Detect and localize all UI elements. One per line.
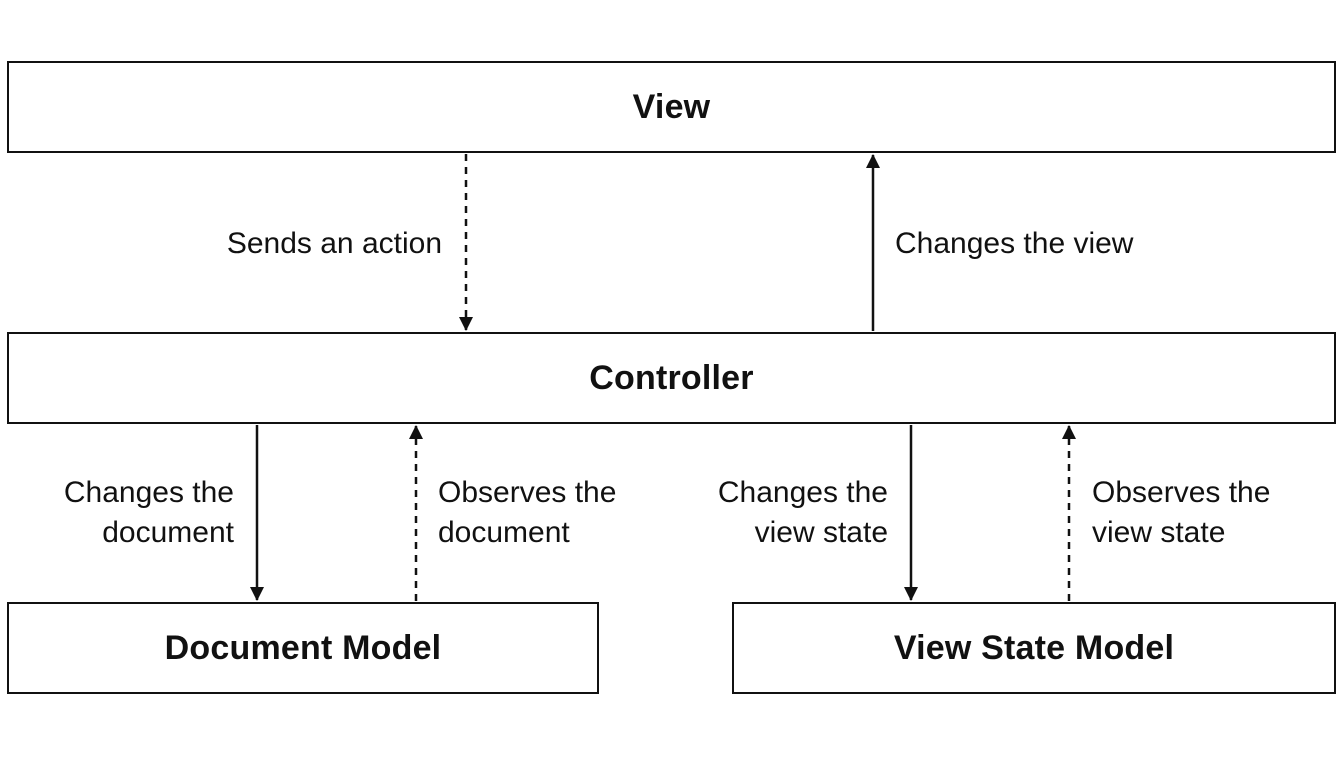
observes-view-state-label: Observes the view state: [1092, 473, 1270, 553]
controller-box-title: Controller: [589, 358, 754, 397]
changes-view-state-line-2: view state: [754, 516, 888, 549]
changes-document-line-1: Changes the: [63, 476, 234, 509]
view-state-model-box: View State Model: [732, 602, 1336, 694]
changes-view-state-line-1: Changes the: [717, 476, 888, 509]
changes-view-label: Changes the view: [895, 224, 1133, 264]
view-state-model-box-title: View State Model: [893, 628, 1175, 667]
observes-view-state-line-2: view state: [1092, 516, 1226, 549]
observes-document-line-1: Observes the: [438, 476, 617, 509]
observes-document-label: Observes the document: [438, 473, 616, 553]
controller-box: Controller: [7, 332, 1336, 424]
changes-view-state-label: Changes the view state: [718, 473, 888, 553]
changes-document-label: Changes the document: [64, 473, 234, 553]
document-model-box: Document Model: [7, 602, 599, 694]
changes-view-text: Changes the view: [895, 227, 1134, 260]
document-model-box-title: Document Model: [164, 628, 442, 667]
view-box-title: View: [632, 87, 711, 126]
observes-document-line-2: document: [438, 516, 570, 549]
sends-action-text: Sends an action: [226, 227, 442, 260]
observes-view-state-line-1: Observes the: [1092, 476, 1271, 509]
sends-action-label: Sends an action: [227, 224, 442, 264]
view-box: View: [7, 61, 1336, 153]
changes-document-line-2: document: [102, 516, 234, 549]
